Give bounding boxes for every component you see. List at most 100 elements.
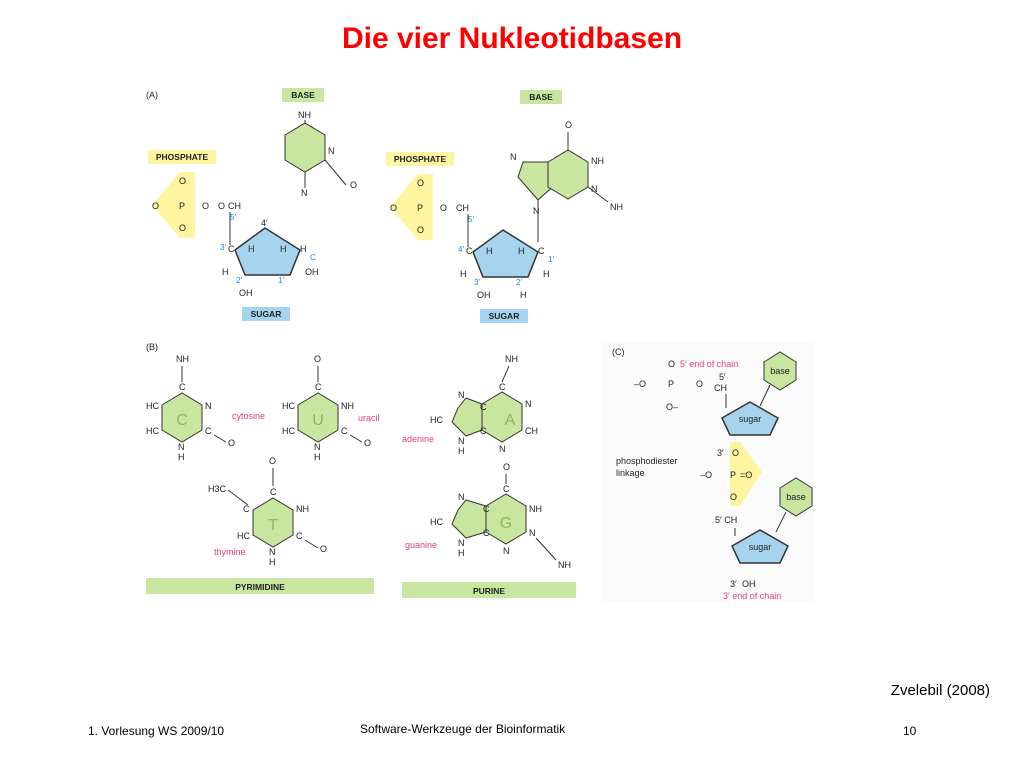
- atom: C: [228, 244, 235, 254]
- svg-text:H: H: [314, 452, 321, 462]
- atom: O: [350, 180, 357, 190]
- atom: O: [218, 201, 225, 211]
- svg-text:O: O: [730, 492, 737, 502]
- base-cytosine: C NH C HC N HC C N H O cytosine: [146, 354, 265, 462]
- base-uracil: U O C HC NH HC C N H O uracil: [282, 354, 380, 462]
- svg-text:O–: O–: [666, 402, 678, 412]
- atom: H: [518, 246, 525, 256]
- slide-title: Die vier Nukleotidbasen: [341, 22, 683, 55]
- svg-text:O: O: [668, 359, 675, 369]
- svg-text:O: O: [228, 438, 235, 448]
- atom: H: [460, 269, 467, 279]
- atom: C: [466, 246, 473, 256]
- svg-text:C: C: [499, 382, 506, 392]
- svg-text:O: O: [732, 448, 739, 458]
- phosphate-tag: PHOSPHATE: [394, 154, 447, 164]
- footer-course: Software-Werkzeuge der Bioinformatik: [360, 722, 566, 736]
- atom: H: [486, 246, 493, 256]
- base-name: guanine: [405, 540, 437, 550]
- svg-text:C: C: [341, 426, 348, 436]
- atom: O: [179, 176, 186, 186]
- base-adenine: A NH C N HC N C C N CH N H adenine: [402, 354, 538, 456]
- phosphodiester-highlight: [730, 442, 762, 506]
- base-tag: BASE: [291, 90, 315, 100]
- svg-text:C: C: [483, 504, 490, 514]
- sugar-ring: [472, 229, 539, 278]
- svg-text:HC: HC: [430, 415, 443, 425]
- svg-text:N: N: [314, 442, 321, 452]
- svg-text:P: P: [668, 379, 674, 389]
- atom: OH: [305, 267, 319, 277]
- sugar-tag-bg: [242, 307, 290, 321]
- base-name: uracil: [358, 413, 380, 423]
- svg-text:N: N: [205, 401, 212, 411]
- panel-c: (C) 5′ end of chain –O P O O O– CH 5′ ba…: [602, 342, 814, 602]
- svg-text:T: T: [268, 517, 278, 534]
- svg-text:C: C: [243, 504, 250, 514]
- svg-text:–O: –O: [700, 470, 712, 480]
- atom: N: [301, 188, 308, 198]
- pyrimidine-bar: [146, 578, 374, 594]
- nucleotide-right: BASE O NH N N N NH PHOSPHATE O O O P O C…: [386, 90, 623, 323]
- atom: NH: [591, 156, 604, 166]
- svg-text:H: H: [458, 446, 465, 456]
- svg-text:phosphodiester: phosphodiester: [616, 456, 678, 466]
- svg-text:sugar: sugar: [749, 542, 772, 552]
- svg-text:HC: HC: [282, 426, 295, 436]
- atom: H: [280, 244, 287, 254]
- atom: 1′: [278, 276, 284, 285]
- atom: N: [533, 206, 540, 216]
- atom: 4′: [458, 245, 464, 254]
- svg-text:C: C: [483, 528, 490, 538]
- svg-text:CH: CH: [525, 426, 538, 436]
- svg-text:NH: NH: [505, 354, 518, 364]
- five-end-label: 5′ end of chain: [680, 359, 738, 369]
- svg-text:OH: OH: [742, 579, 756, 589]
- purine-label: PURINE: [473, 586, 505, 596]
- svg-text:NH: NH: [341, 401, 354, 411]
- purine-bar: [402, 582, 576, 598]
- svg-text:O: O: [696, 379, 703, 389]
- pyrimidine-ring: [547, 149, 589, 200]
- base-name: adenine: [402, 434, 434, 444]
- svg-text:N: N: [503, 546, 510, 556]
- atom: O: [390, 203, 397, 213]
- atom: NH: [298, 110, 311, 120]
- base-tag: BASE: [529, 92, 553, 102]
- svg-text:C: C: [270, 487, 277, 497]
- svg-text:C: C: [205, 426, 212, 436]
- panel-c-label: (C): [612, 347, 625, 357]
- sugar-tag: SUGAR: [251, 309, 282, 319]
- svg-text:HC: HC: [237, 531, 250, 541]
- atom: CH: [228, 201, 241, 211]
- sugar-pentagon: [731, 529, 789, 564]
- svg-text:H: H: [178, 452, 185, 462]
- svg-text:NH: NH: [558, 560, 571, 570]
- svg-text:C: C: [179, 382, 186, 392]
- svg-text:H3C: H3C: [208, 484, 227, 494]
- svg-text:A: A: [505, 412, 516, 429]
- atom: N: [328, 146, 335, 156]
- atom: C: [310, 253, 316, 262]
- source-credit: Zvelebil (2008): [890, 682, 990, 699]
- atom: O: [565, 120, 572, 130]
- atom: O: [179, 223, 186, 233]
- phosphate-tag: PHOSPHATE: [156, 152, 209, 162]
- panel-b-label: (B): [146, 342, 158, 352]
- svg-text:NH: NH: [296, 504, 309, 514]
- sugar-ring: [234, 227, 301, 276]
- atom: 4′: [261, 218, 268, 228]
- atom: H: [543, 269, 550, 279]
- svg-text:P: P: [730, 470, 736, 480]
- atom: 3′: [474, 278, 480, 287]
- svg-text:O: O: [364, 438, 371, 448]
- svg-text:C: C: [296, 531, 303, 541]
- atom: N: [591, 184, 598, 194]
- svg-text:HC: HC: [146, 426, 159, 436]
- svg-text:O: O: [269, 456, 276, 466]
- svg-text:O: O: [320, 544, 327, 554]
- svg-text:5′: 5′: [719, 372, 726, 382]
- phosphate-group: [152, 172, 195, 238]
- svg-text:base: base: [770, 366, 790, 376]
- atom: H: [222, 267, 229, 277]
